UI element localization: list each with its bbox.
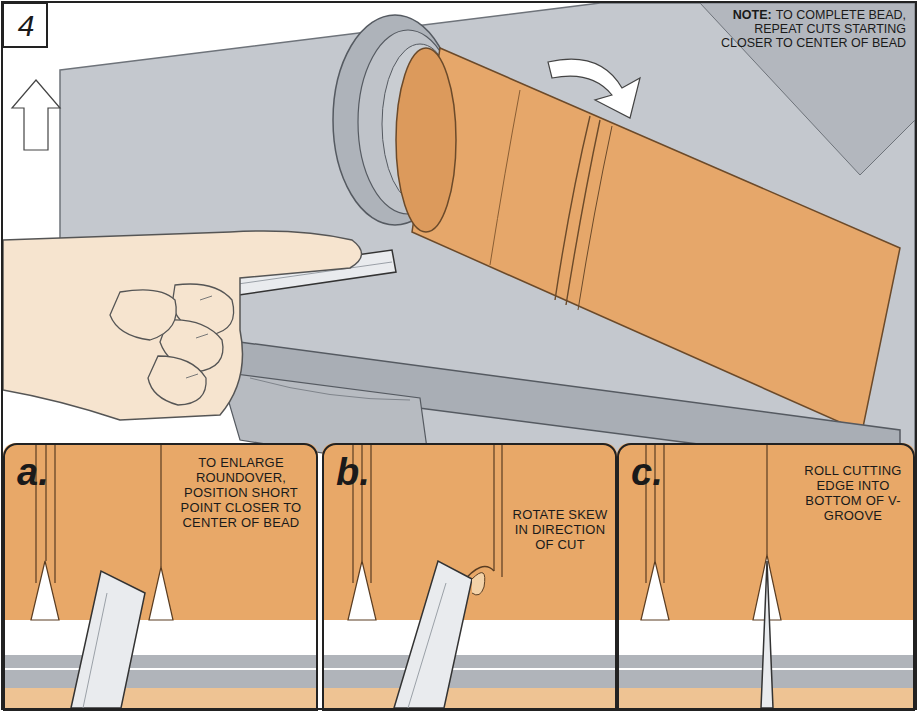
hand-edge xyxy=(322,688,617,708)
rotation-arrow xyxy=(548,59,640,118)
panel-letter: b. xyxy=(336,453,396,491)
inset-a-view xyxy=(3,443,318,708)
instruction-text: TO ENLARGE ROUNDOVER, POSITION SHORT POI… xyxy=(167,455,315,530)
v-groove-line xyxy=(555,116,590,300)
rest-highlight xyxy=(322,668,617,670)
bead-center-line xyxy=(160,443,161,567)
instruction-text: ROTATE SKEW IN DIRECTION OF CUT xyxy=(510,507,610,552)
gap xyxy=(3,620,318,655)
inset-panel: b. ROTATE SKEW IN DIRECTION OF CUT xyxy=(322,443,617,711)
skew-chisel xyxy=(71,571,145,708)
inset-panel: a. TO ENLARGE ROUNDOVER, POSITION SHORT P… xyxy=(3,443,318,711)
bead-center-line xyxy=(766,443,767,555)
shoulder-line xyxy=(490,90,520,265)
skew-chisel xyxy=(394,561,472,708)
wood xyxy=(3,443,318,708)
panel-letter: a. xyxy=(17,453,77,491)
tool-rest-shading xyxy=(250,378,410,400)
v-groove xyxy=(149,567,173,620)
bead-center-line xyxy=(494,443,502,577)
main-view xyxy=(3,3,915,708)
background xyxy=(3,3,915,708)
bevel-line xyxy=(408,583,446,708)
v-groove xyxy=(348,561,376,620)
instruction-text: ROLL CUTTING EDGE INTO BOTTOM OF V-GROOV… xyxy=(795,463,911,523)
hand xyxy=(3,231,362,420)
motion-arrow xyxy=(12,80,60,150)
finger xyxy=(110,290,176,340)
lathe-casting xyxy=(700,3,915,175)
step-number: 4 xyxy=(4,11,48,41)
bevel-line xyxy=(83,593,107,708)
v-groove-line xyxy=(578,126,612,310)
tool-rest xyxy=(322,655,617,688)
hand-edge xyxy=(3,688,318,708)
inset-b-view xyxy=(322,443,617,708)
wood-end xyxy=(396,48,456,232)
skew-chisel-edge xyxy=(761,561,773,708)
wood xyxy=(617,443,915,708)
gap xyxy=(322,620,617,655)
tool-rest xyxy=(3,655,318,688)
note-callout: NOTE:TO COMPLETE BEAD, REPEAT CUTS START… xyxy=(716,8,906,50)
finger xyxy=(148,356,206,405)
note-heading: NOTE: xyxy=(733,8,772,22)
palm xyxy=(3,231,362,420)
wood-shaving xyxy=(472,573,485,595)
inset-c-view xyxy=(617,443,915,708)
v-groove xyxy=(641,561,669,620)
panel-letter: c. xyxy=(631,453,691,491)
inset-panel: c. ROLL CUTTING EDGE INTO BOTTOM OF V-GRO… xyxy=(617,443,915,711)
knuckle-lines xyxy=(186,296,212,378)
rest-highlight xyxy=(3,668,318,670)
wood xyxy=(322,443,617,708)
step-box: 4 xyxy=(2,2,48,48)
